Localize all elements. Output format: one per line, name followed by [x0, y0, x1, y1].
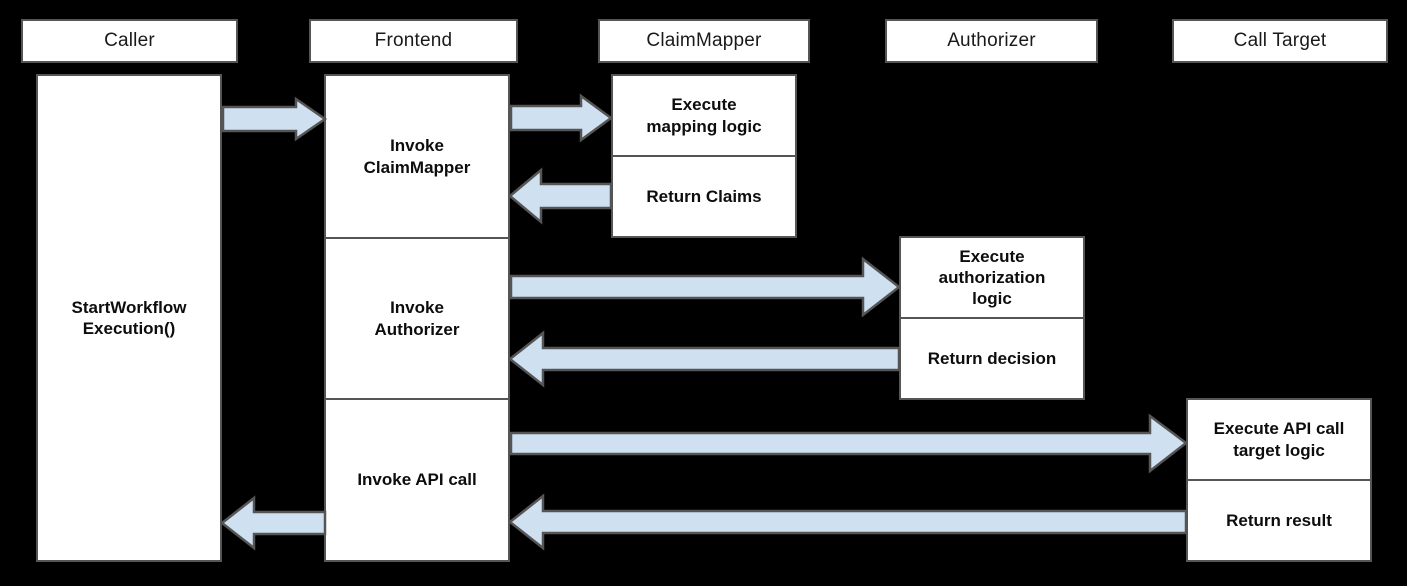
message-arrow-caller-to-frontend[interactable] — [221, 96, 328, 142]
activation-claimmapper-execute-label: Execute mapping logic — [646, 95, 762, 136]
lifeline-header-calltarget-label: Call Target — [1233, 30, 1327, 51]
activation-caller-main[interactable]: StartWorkflow Execution() — [36, 74, 222, 562]
activation-frontend-invoke-api-call[interactable]: Invoke API call — [324, 399, 510, 562]
lifeline-header-caller-label: Caller — [104, 30, 155, 51]
activation-authorizer-return-label: Return decision — [927, 348, 1057, 368]
activation-frontend-invoke-claimmapper-label: Invoke ClaimMapper — [363, 136, 471, 177]
activation-calltarget-return[interactable]: Return result — [1186, 480, 1372, 562]
activation-authorizer-execute-label: Execute authorization logic — [938, 246, 1046, 309]
activation-authorizer-return[interactable]: Return decision — [899, 318, 1085, 400]
activation-claimmapper-return-label: Return Claims — [646, 186, 762, 206]
message-arrow-frontend-to-calltarget[interactable] — [509, 413, 1189, 474]
lifeline-header-calltarget[interactable]: Call Target — [1172, 19, 1388, 63]
lifeline-header-authorizer[interactable]: Authorizer — [885, 19, 1098, 63]
message-arrow-frontend-to-claimmapper[interactable] — [509, 93, 614, 143]
activation-claimmapper-execute[interactable]: Execute mapping logic — [611, 74, 797, 156]
activation-claimmapper-return[interactable]: Return Claims — [611, 156, 797, 238]
activation-frontend-invoke-claimmapper[interactable]: Invoke ClaimMapper — [324, 74, 510, 238]
activation-calltarget-execute[interactable]: Execute API call target logic — [1186, 398, 1372, 480]
message-arrow-claimmapper-to-frontend[interactable] — [508, 167, 613, 225]
message-arrow-authorizer-to-frontend[interactable] — [507, 330, 901, 388]
activation-frontend-invoke-authorizer-label: Invoke Authorizer — [374, 298, 460, 339]
lifeline-header-frontend-label: Frontend — [374, 30, 453, 51]
message-arrow-calltarget-to-frontend[interactable] — [507, 493, 1188, 551]
activation-calltarget-execute-label: Execute API call target logic — [1213, 419, 1345, 460]
activation-frontend-invoke-authorizer[interactable]: Invoke Authorizer — [324, 238, 510, 399]
lifeline-header-authorizer-label: Authorizer — [947, 30, 1036, 51]
lifeline-header-claimmapper-label: ClaimMapper — [646, 30, 762, 51]
lifeline-header-claimmapper[interactable]: ClaimMapper — [598, 19, 810, 63]
message-arrow-frontend-to-caller[interactable] — [219, 495, 327, 551]
activation-frontend-invoke-api-call-label: Invoke API call — [357, 470, 477, 490]
message-arrow-frontend-to-authorizer[interactable] — [509, 256, 902, 318]
lifeline-header-caller[interactable]: Caller — [21, 19, 238, 63]
lifeline-header-frontend[interactable]: Frontend — [309, 19, 518, 63]
activation-authorizer-execute[interactable]: Execute authorization logic — [899, 236, 1085, 318]
activation-calltarget-return-label: Return result — [1226, 510, 1332, 530]
activation-caller-main-label: StartWorkflow Execution() — [71, 297, 187, 338]
